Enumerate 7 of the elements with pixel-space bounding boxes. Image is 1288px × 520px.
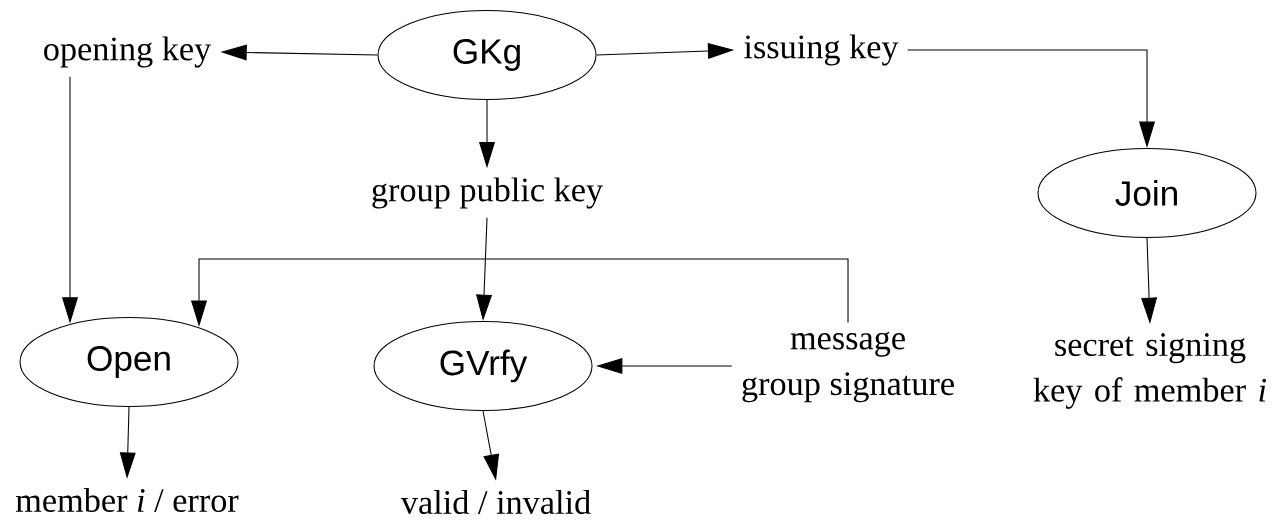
data-label: issuing key [744, 34, 899, 66]
data-label: member i / error [15, 487, 239, 513]
data-label: secret signing key of member i [1033, 333, 1266, 409]
data-label: group public key [372, 177, 603, 209]
data-label: valid / invalid [400, 489, 591, 515]
data-label: message group signature [742, 331, 954, 403]
data-label: opening key [44, 36, 212, 68]
